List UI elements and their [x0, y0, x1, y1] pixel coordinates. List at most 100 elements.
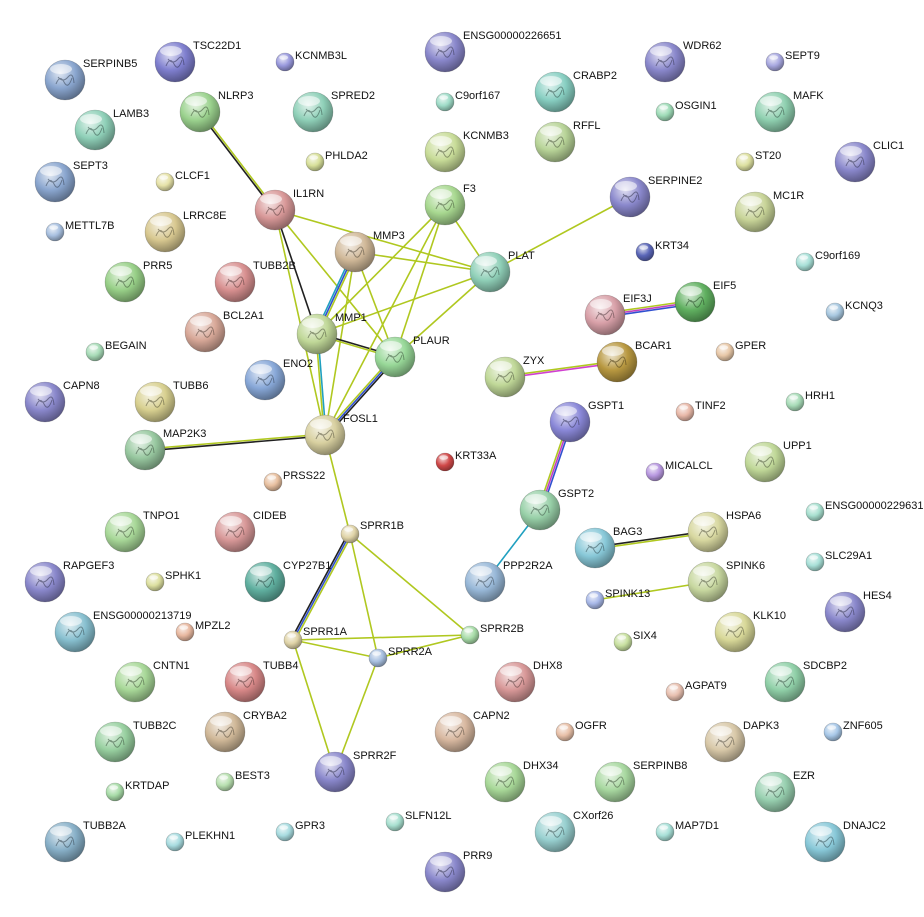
node-begain[interactable]: BEGAIN — [85, 340, 147, 362]
node-dhx8[interactable]: DHX8 — [494, 660, 562, 703]
node-krtdap[interactable]: KRTDAP — [105, 780, 169, 802]
node-cxorf26[interactable]: CXorf26 — [534, 810, 613, 853]
node-tubb4[interactable]: TUBB4 — [224, 660, 298, 703]
node-tubb2b[interactable]: TUBB2B — [214, 260, 296, 303]
node-ppp2r2a[interactable]: PPP2R2A — [464, 560, 553, 603]
node-serpine2[interactable]: SERPINE2 — [609, 175, 702, 218]
node-ogfr[interactable]: OGFR — [555, 720, 607, 742]
node-mc1r[interactable]: MC1R — [734, 190, 804, 233]
node-cryba2[interactable]: CRYBA2 — [204, 710, 287, 753]
node-gpr3[interactable]: GPR3 — [275, 820, 325, 842]
node-sept3[interactable]: SEPT3 — [34, 160, 108, 203]
node-osgin1[interactable]: OSGIN1 — [655, 100, 717, 122]
node-cideb[interactable]: CIDEB — [214, 510, 287, 553]
node-kcnq3[interactable]: KCNQ3 — [825, 300, 883, 322]
node-plat[interactable]: PLAT — [469, 250, 535, 293]
node-serpinb5[interactable]: SERPINB5 — [44, 58, 137, 101]
node-eno2[interactable]: ENO2 — [244, 358, 313, 401]
node-sprr2a[interactable]: SPRR2A — [368, 646, 433, 668]
node-hspa6[interactable]: HSPA6 — [687, 510, 761, 553]
node-ensg00000226651[interactable]: ENSG00000226651 — [424, 30, 561, 73]
node-spred2[interactable]: SPRED2 — [292, 90, 375, 133]
node-prss22[interactable]: PRSS22 — [263, 470, 325, 492]
node-sept9[interactable]: SEPT9 — [765, 50, 820, 72]
node-il1rn[interactable]: IL1RN — [254, 188, 324, 231]
node-ensg00000213719[interactable]: ENSG00000213719 — [54, 610, 191, 653]
node-kcnmb3l[interactable]: KCNMB3L — [275, 50, 347, 72]
node-prr9[interactable]: PRR9 — [424, 850, 492, 893]
node-krt34[interactable]: KRT34 — [635, 240, 689, 262]
node-gspt2[interactable]: GSPT2 — [519, 488, 594, 531]
node-upp1[interactable]: UPP1 — [744, 440, 812, 483]
node-gspt1[interactable]: GSPT1 — [549, 400, 624, 443]
node-tubb6[interactable]: TUBB6 — [134, 380, 208, 423]
node-c9orf169[interactable]: C9orf169 — [795, 250, 860, 272]
node-hrh1[interactable]: HRH1 — [785, 390, 835, 412]
node-sprr2f[interactable]: SPRR2F — [314, 750, 397, 793]
node-gper[interactable]: GPER — [715, 340, 766, 362]
node-mmp1[interactable]: MMP1 — [296, 312, 367, 355]
node-lamb3[interactable]: LAMB3 — [74, 108, 149, 151]
node-cntn1[interactable]: CNTN1 — [114, 660, 190, 703]
node-map2k3[interactable]: MAP2K3 — [124, 428, 206, 471]
node-hes4[interactable]: HES4 — [824, 590, 892, 633]
node-spink13[interactable]: SPINK13 — [585, 588, 650, 610]
node-dhx34[interactable]: DHX34 — [484, 760, 558, 803]
node-sprr1a[interactable]: SPRR1A — [283, 626, 348, 650]
node-wdr62[interactable]: WDR62 — [644, 40, 722, 83]
node-nlrp3[interactable]: NLRP3 — [179, 90, 253, 133]
node-sprr1b[interactable]: SPRR1B — [340, 520, 404, 544]
node-tubb2c[interactable]: TUBB2C — [94, 720, 176, 763]
node-krt33a[interactable]: KRT33A — [435, 450, 497, 472]
node-prr5[interactable]: PRR5 — [104, 260, 172, 303]
node-mmp3[interactable]: MMP3 — [334, 230, 405, 273]
node-rffl[interactable]: RFFL — [534, 120, 601, 163]
node-micalcl[interactable]: MICALCL — [645, 460, 713, 482]
node-c9orf167[interactable]: C9orf167 — [435, 90, 500, 112]
node-serpinb8[interactable]: SERPINB8 — [594, 760, 687, 803]
node-cyp27b1[interactable]: CYP27B1 — [244, 560, 331, 603]
node-crabp2[interactable]: CRABP2 — [534, 70, 617, 113]
node-st20[interactable]: ST20 — [735, 150, 781, 172]
node-f3[interactable]: F3 — [424, 183, 476, 226]
node-ezr[interactable]: EZR — [754, 770, 815, 813]
node-clic1[interactable]: CLIC1 — [834, 140, 904, 183]
node-kcnmb3[interactable]: KCNMB3 — [424, 130, 509, 173]
node-eif5[interactable]: EIF5 — [674, 280, 736, 323]
node-sdcbp2[interactable]: SDCBP2 — [764, 660, 847, 703]
node-lrrc8e[interactable]: LRRC8E — [144, 210, 226, 253]
node-agpat9[interactable]: AGPAT9 — [665, 680, 727, 702]
node-plaur[interactable]: PLAUR — [374, 335, 450, 378]
node-sphk1[interactable]: SPHK1 — [145, 570, 201, 592]
node-dapk3[interactable]: DAPK3 — [704, 720, 779, 763]
node-klk10[interactable]: KLK10 — [714, 610, 786, 653]
node-plekhn1[interactable]: PLEKHN1 — [165, 830, 235, 852]
node-sprr2b[interactable]: SPRR2B — [460, 623, 524, 645]
node-dnajc2[interactable]: DNAJC2 — [804, 820, 886, 863]
node-best3[interactable]: BEST3 — [215, 770, 270, 792]
node-rapgef3[interactable]: RAPGEF3 — [24, 560, 114, 603]
node-tinf2[interactable]: TINF2 — [675, 400, 726, 422]
node-six4[interactable]: SIX4 — [613, 630, 657, 652]
node-phlda2[interactable]: PHLDA2 — [305, 150, 368, 172]
node-capn8[interactable]: CAPN8 — [24, 380, 100, 423]
node-bcar1[interactable]: BCAR1 — [596, 340, 672, 383]
node-eif3j[interactable]: EIF3J — [584, 293, 652, 336]
node-bcl2a1[interactable]: BCL2A1 — [184, 310, 264, 353]
node-tnpo1[interactable]: TNPO1 — [104, 510, 180, 553]
node-tubb2a[interactable]: TUBB2A — [44, 820, 126, 863]
node-ensg00000229631[interactable]: ENSG00000229631 — [805, 500, 923, 522]
node-clcf1[interactable]: CLCF1 — [155, 170, 210, 192]
node-mafk[interactable]: MAFK — [754, 90, 824, 133]
node-mpzl2[interactable]: MPZL2 — [175, 620, 230, 642]
node-capn2[interactable]: CAPN2 — [434, 710, 510, 753]
node-fosl1[interactable]: FOSL1 — [304, 413, 378, 456]
node-bag3[interactable]: BAG3 — [574, 526, 642, 569]
node-znf605[interactable]: ZNF605 — [823, 720, 883, 742]
node-slfn12l[interactable]: SLFN12L — [385, 810, 451, 832]
node-slc29a1[interactable]: SLC29A1 — [805, 550, 872, 572]
node-map7d1[interactable]: MAP7D1 — [655, 820, 719, 842]
node-spink6[interactable]: SPINK6 — [687, 560, 765, 603]
node-zyx[interactable]: ZYX — [484, 355, 545, 398]
node-mettl7b[interactable]: METTL7B — [45, 220, 115, 242]
